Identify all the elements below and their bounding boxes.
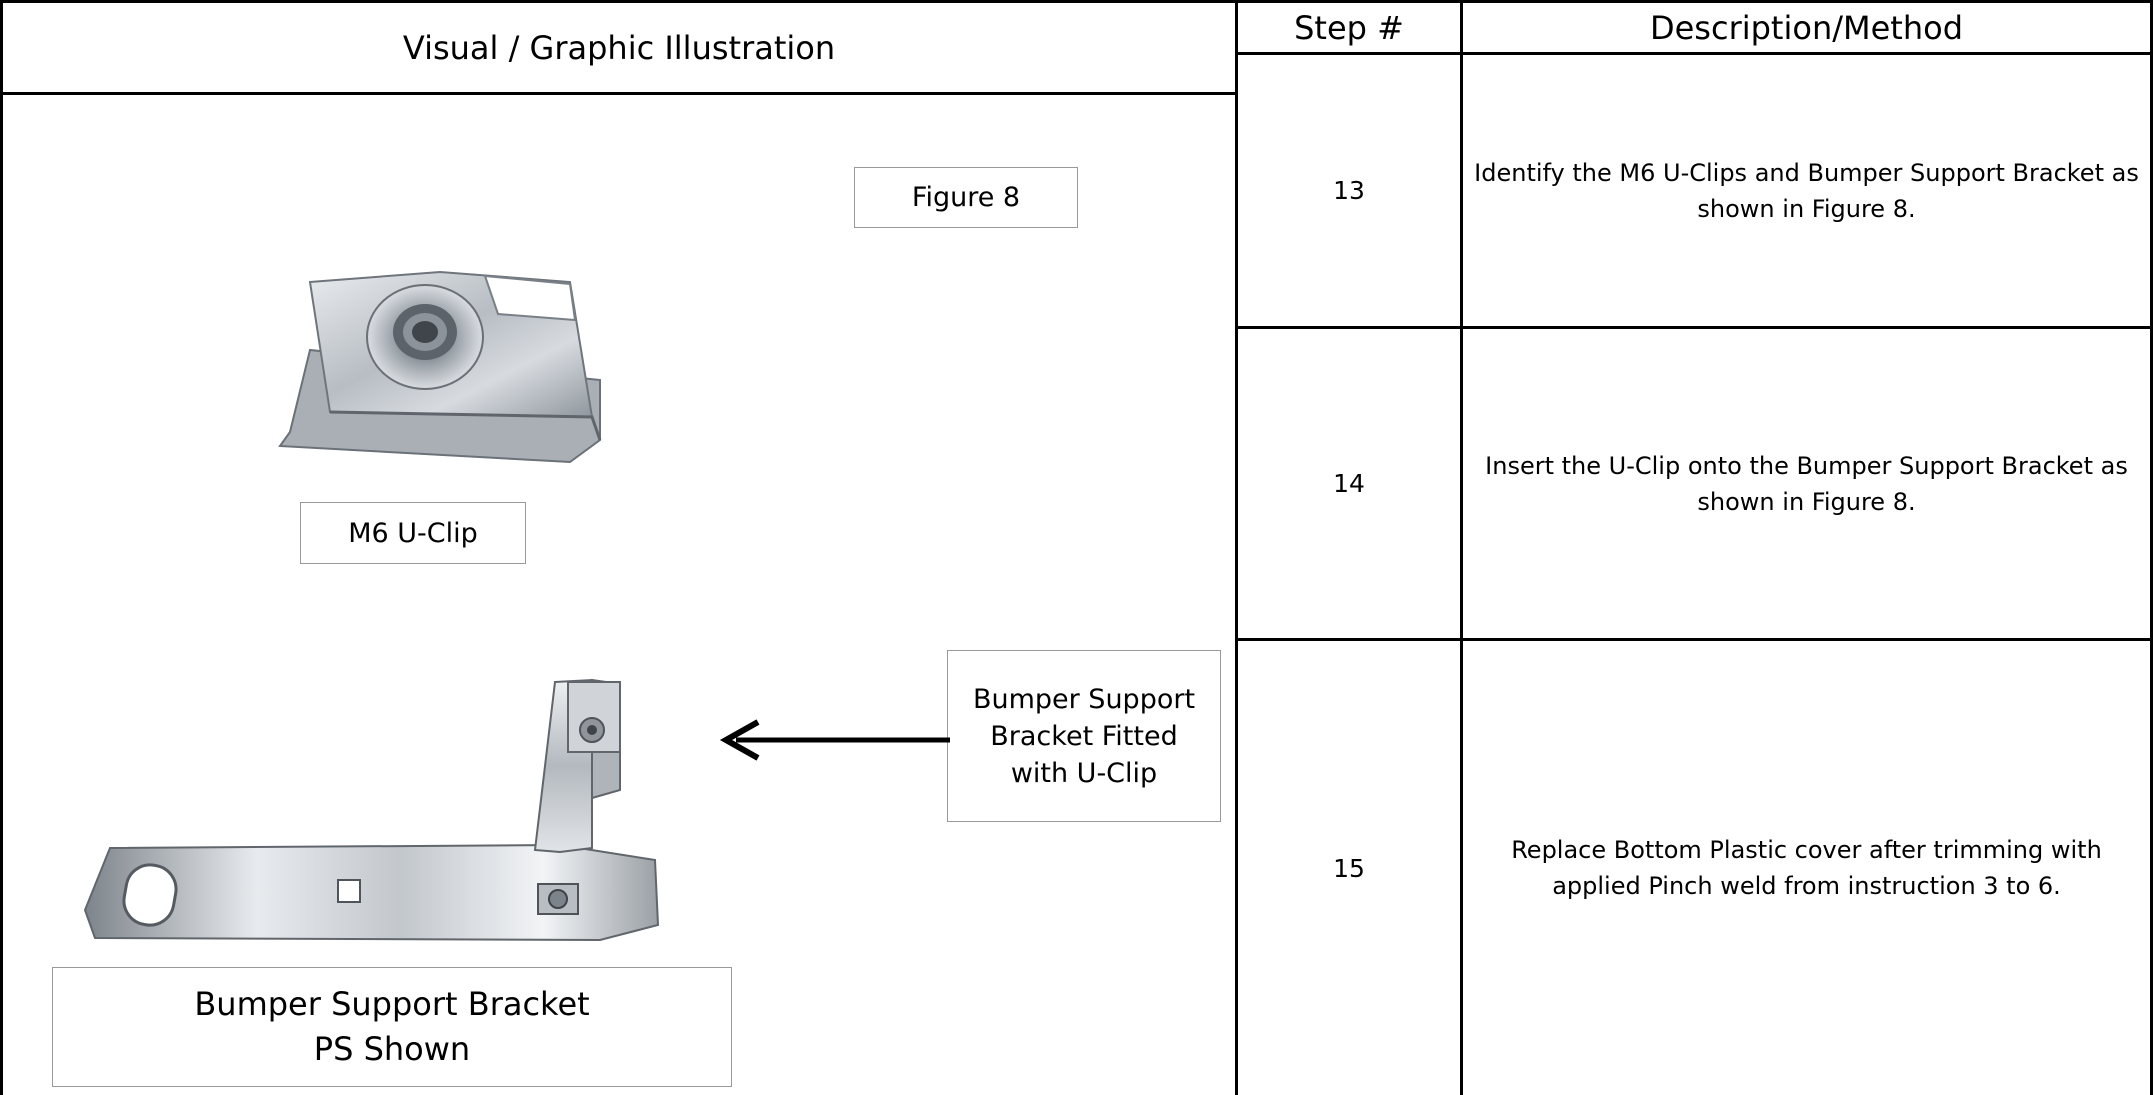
bracket-label-line-2: PS Shown (313, 1030, 471, 1068)
step-13-number: 13 (1333, 176, 1365, 205)
fitted-label-line-1: Bumper Support (972, 683, 1196, 715)
fitted-label: Bumper Support Bracket Fitted with U-Cli… (947, 650, 1221, 822)
right-border (2150, 0, 2153, 1095)
step-header: Step # (1294, 8, 1404, 47)
row-14-rule (1236, 638, 2153, 641)
uclip-label: M6 U-Clip (300, 502, 526, 564)
step-15-description: Replace Bottom Plastic cover after trimm… (1511, 836, 2102, 900)
row-13-rule (1236, 326, 2153, 329)
left-border (0, 0, 3, 1095)
figure-label-text: Figure 8 (911, 182, 1021, 213)
visual-header-rule (0, 92, 1236, 95)
bracket-label-line-1: Bumper Support Bracket (194, 985, 590, 1023)
step-15-number: 15 (1333, 853, 1365, 883)
figure-label: Figure 8 (854, 167, 1078, 228)
top-border (0, 0, 2153, 3)
fitted-label-line-3: with U-Clip (1010, 757, 1158, 789)
step-13-description: Identify the M6 U-Clips and Bumper Suppo… (1474, 158, 2139, 223)
step-14-description: Insert the U-Clip onto the Bumper Suppor… (1485, 451, 2128, 516)
arrow-left-icon (719, 719, 950, 761)
step-14-number: 14 (1333, 469, 1365, 498)
bumper-bracket-photo-icon (83, 678, 660, 942)
bracket-label: Bumper Support Bracket PS Shown (52, 967, 732, 1087)
step-column-divider (1460, 0, 1463, 1095)
description-header: Description/Method (1649, 8, 1964, 47)
visual-column-divider (1235, 0, 1238, 1095)
right-header-rule (1236, 52, 2153, 55)
visual-header: Visual / Graphic Illustration (402, 28, 836, 67)
u-clip-photo-icon (278, 270, 602, 464)
fitted-label-line-2: Bracket Fitted (990, 720, 1178, 752)
uclip-label-text: M6 U-Clip (348, 517, 478, 549)
